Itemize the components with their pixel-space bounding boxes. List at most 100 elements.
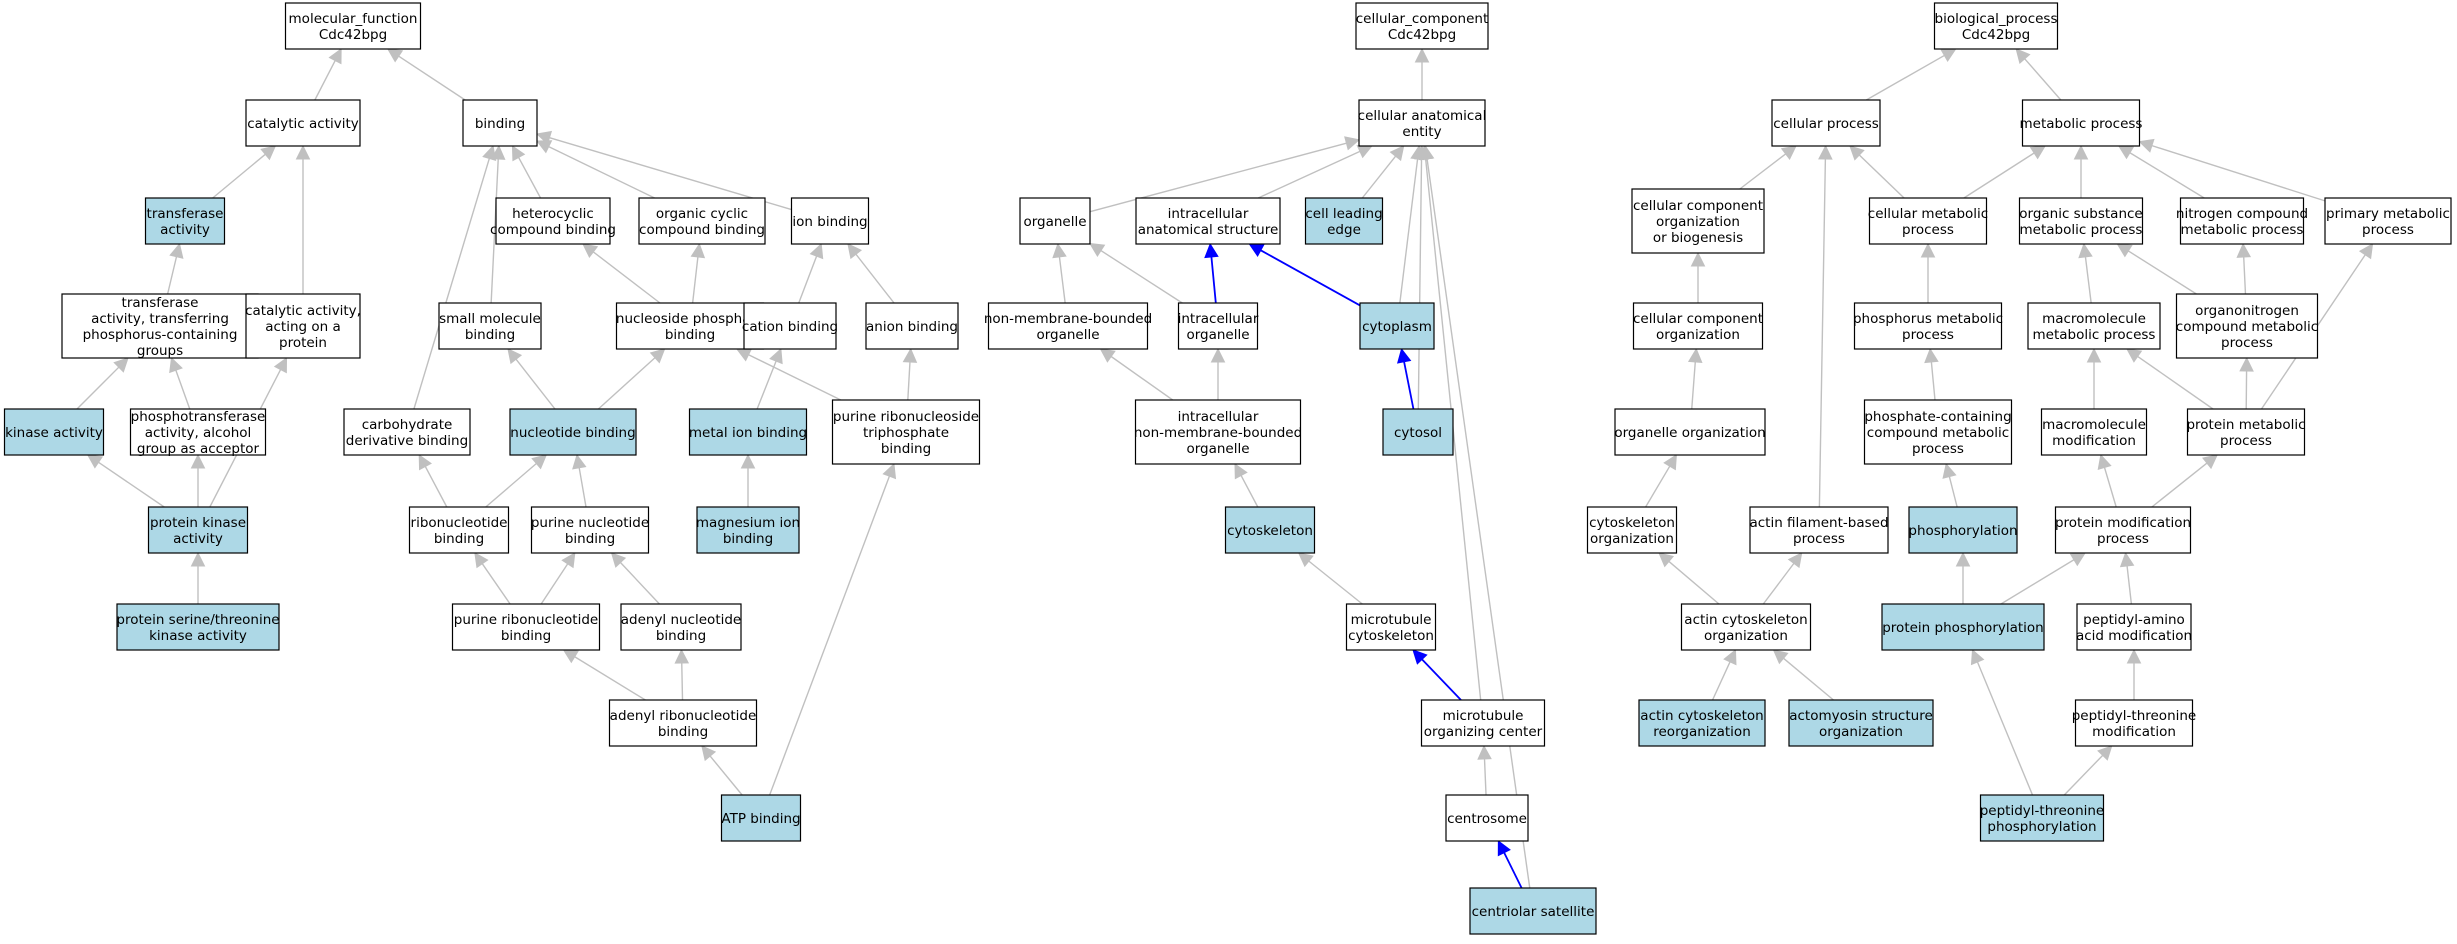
node-organelle: organelle <box>1019 197 1091 245</box>
edge-line <box>2126 565 2133 605</box>
edge-adenylribo-to-adenyl <box>674 648 690 701</box>
node-box <box>1638 699 1766 747</box>
node-box <box>1445 794 1529 842</box>
node-box <box>1979 794 2105 842</box>
arrowhead <box>1818 144 1833 160</box>
node-label: protein phosphorylation <box>1882 620 2044 636</box>
node-cat: catalytic activity <box>245 99 361 147</box>
edge-line <box>1058 256 1066 304</box>
arrowhead <box>1787 552 1803 569</box>
edge-line <box>691 256 699 304</box>
edge-line <box>2024 58 2062 101</box>
arrowhead <box>572 453 587 470</box>
edge-peptthrphos-to-protphos <box>1970 648 2034 796</box>
node-cytoplasm: cytoplasm <box>1359 302 1435 350</box>
node-cellproc: cellular process <box>1771 99 1881 147</box>
edge-line <box>1308 560 1363 605</box>
edge-anion-to-ionb <box>847 243 895 304</box>
edge-mtoc-to-mtcyto <box>1412 649 1462 701</box>
edge-line <box>413 158 491 410</box>
edge-cellproc-to-bp <box>1865 48 1957 101</box>
node-label: catalytic activity <box>247 116 359 132</box>
edge-line <box>1399 158 1419 304</box>
node-box <box>2076 603 2192 651</box>
arrowhead <box>328 48 342 65</box>
node-cytosol: cytosol <box>1382 408 1454 456</box>
edge-protmet-to-macromet <box>2126 348 2214 410</box>
arrowhead <box>562 649 579 664</box>
arrowhead <box>1099 348 1116 363</box>
arrowhead <box>1658 552 1675 568</box>
edge-line <box>515 358 556 410</box>
arrowhead <box>507 348 523 365</box>
node-box <box>1359 302 1435 350</box>
node-box <box>1863 399 2013 465</box>
edge-pstk-to-protkin <box>190 551 206 604</box>
node-box <box>620 603 742 651</box>
arrowhead <box>1690 251 1706 267</box>
arrowhead <box>649 348 666 364</box>
node-label: cytoskeleton <box>1227 523 1313 539</box>
edge-actincyto-to-actinfil <box>1762 552 1803 605</box>
edge-line <box>1668 560 1720 605</box>
edge-cle-to-cae <box>1361 145 1405 199</box>
edge-line <box>1210 256 1217 304</box>
node-label: cytosol <box>1394 425 1442 441</box>
node-box <box>147 506 249 554</box>
edge-line <box>1963 152 2035 199</box>
arrowhead <box>2126 648 2142 664</box>
node-box <box>2324 197 2452 245</box>
edge-cellmet-to-cellproc <box>1849 145 1905 199</box>
node-box <box>615 302 765 350</box>
edge-line <box>1711 661 1731 701</box>
arrowhead <box>531 454 548 470</box>
arrowhead <box>882 462 897 480</box>
arrowhead <box>511 145 526 162</box>
edge-line <box>2129 152 2205 199</box>
edge-phosphorylation-to-phoscont <box>1942 462 1958 508</box>
node-box <box>61 293 259 359</box>
node-box <box>1933 2 2059 50</box>
edge-protmod-to-macromod <box>2097 453 2117 508</box>
node-nucbind: nucleotide binding <box>509 408 637 456</box>
edge-line <box>1257 150 1361 199</box>
edge-orgorg-to-ccorg <box>1687 347 1703 410</box>
edge-line <box>1865 54 1945 101</box>
arrowhead <box>902 347 918 363</box>
node-box <box>2021 99 2141 147</box>
edge-line <box>1100 249 1183 304</box>
node-box <box>2040 408 2148 456</box>
edge-line <box>2063 754 2104 796</box>
edge-line <box>578 467 587 508</box>
arrowhead <box>1052 242 1067 259</box>
edge-line <box>2151 462 2208 508</box>
arrowhead <box>847 243 863 260</box>
edge-line <box>490 158 499 304</box>
arrowhead <box>190 453 206 469</box>
arrowhead <box>1412 649 1428 665</box>
node-box <box>1224 506 1316 554</box>
node-cation: cation binding <box>742 302 838 350</box>
edge-line <box>798 255 818 304</box>
